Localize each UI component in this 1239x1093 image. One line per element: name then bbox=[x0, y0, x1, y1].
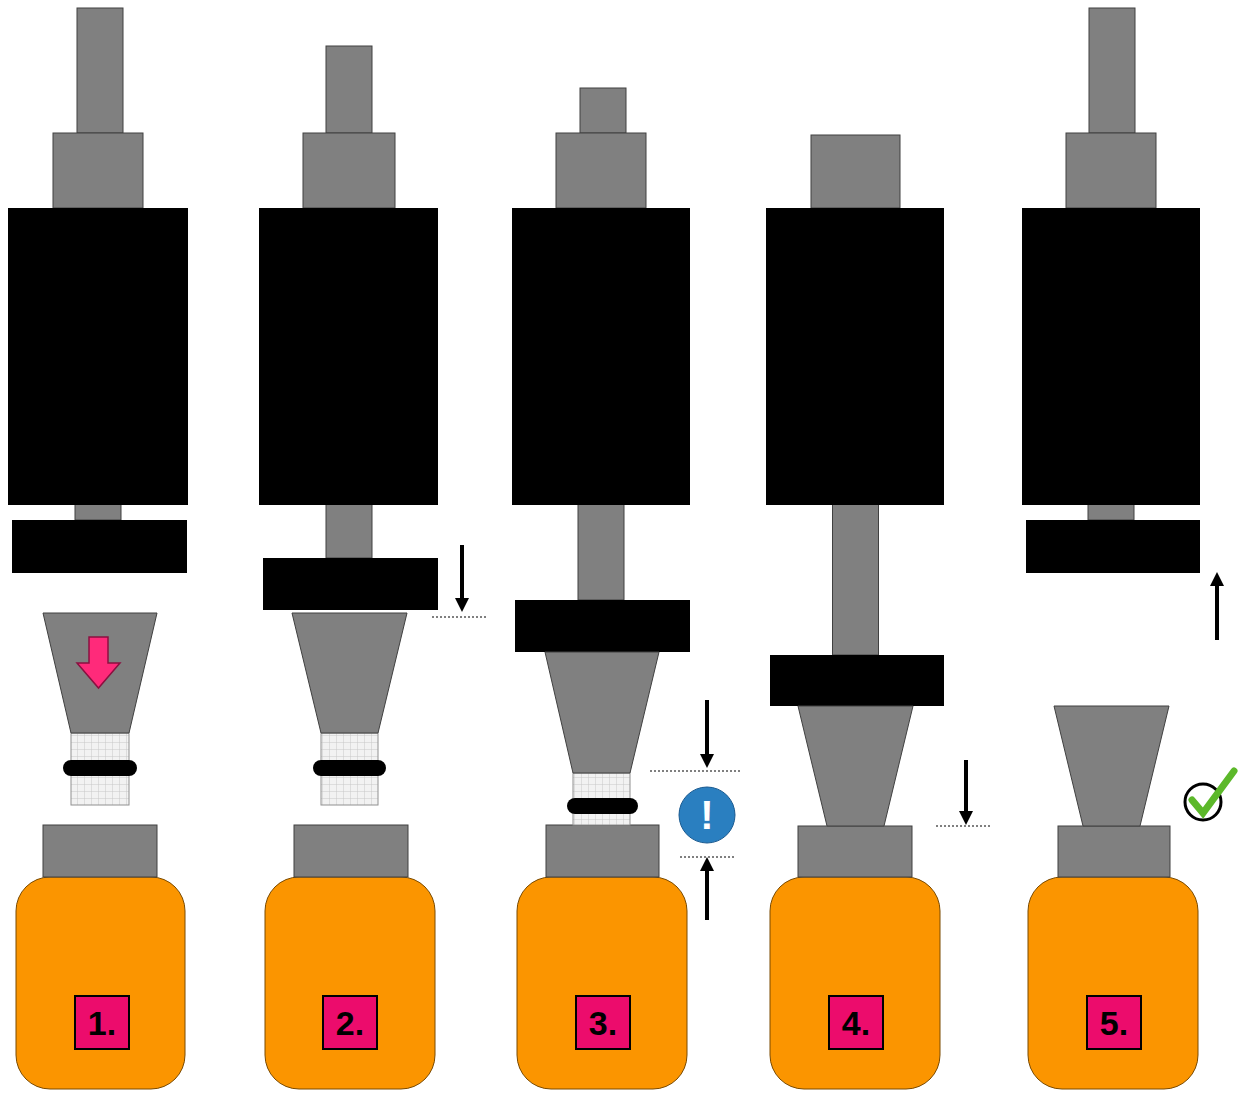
stage-number: 4. bbox=[842, 1006, 870, 1040]
press-body bbox=[259, 208, 438, 505]
press-stage bbox=[1022, 8, 1200, 1089]
insert-arrow bbox=[77, 637, 120, 688]
bottle bbox=[770, 877, 940, 1089]
press-rod bbox=[1089, 8, 1135, 133]
press-stage bbox=[8, 8, 188, 1089]
press-plate bbox=[12, 520, 187, 573]
reference-line bbox=[680, 857, 735, 858]
funnel-cap bbox=[292, 613, 407, 733]
press-body bbox=[1022, 208, 1200, 505]
press-plate bbox=[263, 558, 438, 610]
warning-icon bbox=[679, 787, 735, 843]
bottle bbox=[517, 877, 687, 1089]
down-arrow bbox=[460, 545, 464, 602]
down-arrow-head bbox=[455, 598, 469, 612]
funnel-cap bbox=[798, 706, 913, 826]
press-stage bbox=[766, 135, 944, 1089]
stage-number-box: 1. bbox=[74, 995, 130, 1050]
press-rod bbox=[77, 8, 123, 133]
stage-number: 1. bbox=[88, 1006, 116, 1040]
bottle-neck bbox=[1058, 826, 1170, 877]
stage-number-box: 3. bbox=[575, 995, 631, 1050]
up-arrow-head bbox=[1210, 572, 1224, 586]
press-collar bbox=[303, 133, 395, 208]
funnel-cap bbox=[545, 652, 659, 773]
down-arrow bbox=[705, 700, 709, 758]
bottle bbox=[265, 877, 435, 1089]
check-mark bbox=[1192, 771, 1234, 813]
press-stem bbox=[833, 500, 879, 655]
press-collar bbox=[811, 135, 900, 208]
o-ring bbox=[567, 798, 638, 814]
press-collar bbox=[556, 133, 646, 208]
reference-line bbox=[432, 617, 487, 618]
press-stage bbox=[259, 46, 438, 1089]
funnel-cap bbox=[43, 613, 157, 733]
up-arrow-head bbox=[700, 857, 714, 871]
o-ring bbox=[63, 760, 137, 776]
press-body bbox=[8, 208, 188, 505]
press-body bbox=[512, 208, 690, 505]
press-stem bbox=[578, 500, 624, 600]
warning-mark: ! bbox=[700, 795, 713, 835]
press-rod bbox=[580, 88, 626, 133]
press-stage bbox=[512, 88, 690, 1089]
stage-number: 3. bbox=[589, 1006, 617, 1040]
bottle bbox=[1028, 877, 1198, 1089]
down-arrow-head bbox=[700, 754, 714, 768]
up-arrow bbox=[1215, 582, 1219, 640]
reference-line bbox=[936, 826, 990, 827]
stage-number: 2. bbox=[336, 1006, 364, 1040]
bottle-neck bbox=[798, 826, 912, 877]
stage-number: 5. bbox=[1100, 1006, 1128, 1040]
down-arrow bbox=[964, 760, 968, 815]
stage-number-box: 4. bbox=[828, 995, 884, 1050]
o-ring bbox=[313, 760, 386, 776]
up-arrow bbox=[705, 867, 709, 920]
stage-number-box: 5. bbox=[1086, 995, 1142, 1050]
bottle-neck bbox=[294, 825, 408, 877]
press-collar bbox=[1066, 133, 1156, 208]
press-plate bbox=[770, 655, 944, 706]
press-collar bbox=[53, 133, 143, 208]
funnel-cap bbox=[1054, 706, 1169, 826]
press-stem bbox=[326, 500, 372, 558]
press-plate bbox=[1026, 520, 1200, 573]
stage-number-box: 2. bbox=[322, 995, 378, 1050]
reference-line bbox=[650, 771, 740, 772]
down-arrow-head bbox=[959, 811, 973, 825]
bottle bbox=[16, 877, 185, 1089]
bottle-neck bbox=[43, 825, 157, 877]
press-rod bbox=[326, 46, 372, 133]
press-plate bbox=[515, 600, 690, 652]
press-body bbox=[766, 208, 944, 505]
bottle-neck bbox=[546, 825, 659, 877]
